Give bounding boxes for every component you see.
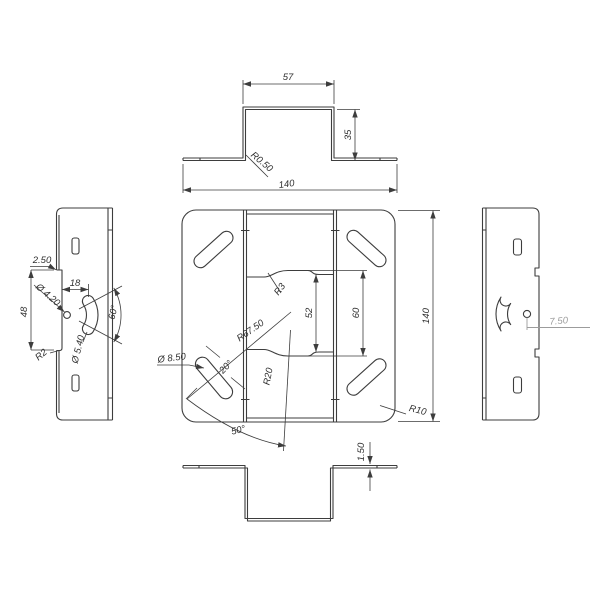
dim-left-slot-angle: 60° xyxy=(107,304,121,321)
dim-front-inner-height: 52 xyxy=(304,307,315,318)
right-view-dimensions: 7.50 xyxy=(526,315,590,330)
dim-front-corner-radius: R10 xyxy=(408,403,428,418)
dim-front-arc-radius: R67.50 xyxy=(235,317,267,344)
dim-left-notch-radius: R2 xyxy=(33,347,50,364)
dim-left-slot-diameter: Ø 5.40 xyxy=(70,334,88,366)
front-view-outline xyxy=(181,209,396,423)
tongue-lower-edge xyxy=(246,348,334,357)
right-view-hole xyxy=(522,309,532,319)
bottom-view: 1.50 xyxy=(182,442,398,522)
left-view-dimensions: 2.50 18 Ø 4.20 48 Ø 5.40 R2 60° xyxy=(19,255,123,366)
left-view-slot-top xyxy=(71,237,80,255)
dim-top-width: 57 xyxy=(283,72,294,83)
left-view-hole xyxy=(63,311,71,319)
top-view-dimensions: 57 35 R0.50 140 xyxy=(182,72,398,193)
right-side-view: 7.50 xyxy=(481,207,590,421)
corner-slot-top-right xyxy=(346,229,387,268)
right-view-slot-bottom xyxy=(512,376,523,394)
dim-bottom-thickness: 1.50 xyxy=(356,442,367,461)
left-side-view: 2.50 18 Ø 4.20 48 Ø 5.40 R2 60° xyxy=(19,207,123,421)
dim-front-groove-radius: R20 xyxy=(261,366,275,386)
left-view-outline xyxy=(55,207,114,421)
corner-slot-top-left xyxy=(193,230,234,269)
bottom-view-dimensions: 1.50 xyxy=(356,442,373,491)
right-view-slot-top xyxy=(512,238,523,256)
dim-front-outer-height: 60 xyxy=(351,307,362,318)
right-view-outline xyxy=(481,207,540,421)
dim-top-total-width: 140 xyxy=(278,178,296,191)
bottom-view-outline xyxy=(182,464,398,522)
dim-right-hole-offset: 7.50 xyxy=(549,315,569,328)
dim-front-height: 140 xyxy=(421,307,432,324)
top-view-outline xyxy=(182,106,398,162)
right-view-kidney-slot xyxy=(495,296,512,332)
top-view: 57 35 R0.50 140 xyxy=(182,72,398,193)
front-view-dimensions: R3 52 60 R67.50 Ø 8.50 20° R20 50° R10 1… xyxy=(156,210,440,452)
corner-slot-bottom-left xyxy=(194,356,234,400)
dim-left-edge-step: 2.50 xyxy=(32,255,52,266)
front-view: R3 52 60 R67.50 Ø 8.50 20° R20 50° R10 1… xyxy=(156,209,440,452)
left-view-slot-bottom xyxy=(71,374,80,392)
tongue-upper-edge xyxy=(246,269,334,278)
dim-left-hole-diameter: Ø 4.20 xyxy=(33,281,63,309)
left-view-kidney-slot xyxy=(81,294,99,336)
dim-front-hole-diameter: Ø 8.50 xyxy=(156,351,187,366)
corner-slot-bottom-right xyxy=(346,358,387,396)
dim-front-sweep-angle: 50° xyxy=(230,423,247,437)
dim-left-slot-offset: 18 xyxy=(70,278,81,289)
dim-left-step-span: 48 xyxy=(19,306,30,317)
dim-top-height: 35 xyxy=(343,129,354,140)
